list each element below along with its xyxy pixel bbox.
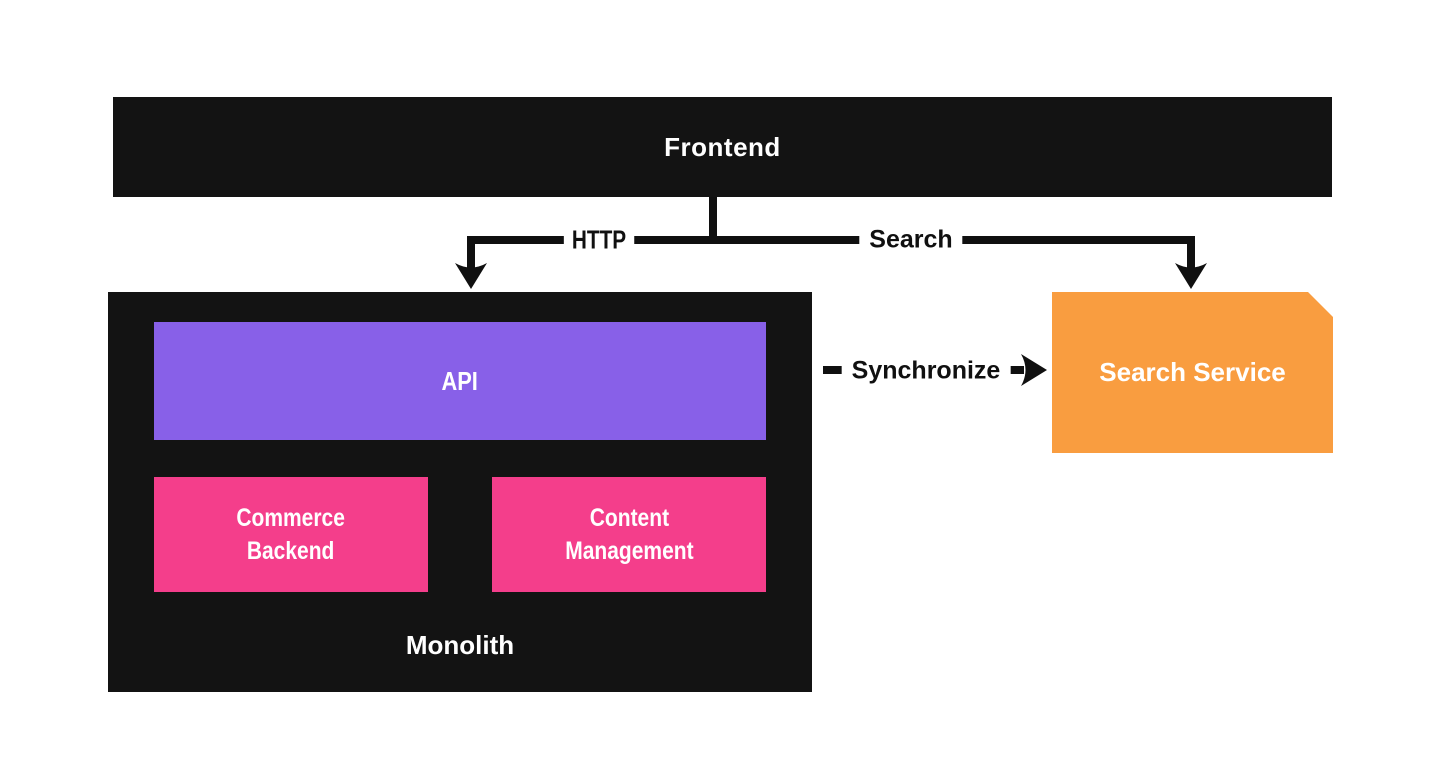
search-arrowhead-icon xyxy=(1175,263,1207,289)
edge-label-synchronize: Synchronize xyxy=(841,356,1011,386)
node-content-management: Content Management xyxy=(492,477,766,592)
synchronize-arrowhead-icon xyxy=(1021,354,1047,386)
commerce-backend-label-line1: Commerce xyxy=(236,504,346,532)
search-service-label: Search Service xyxy=(1099,357,1286,387)
api-label: API xyxy=(441,365,479,396)
commerce-backend-label-line2: Backend xyxy=(247,536,335,565)
node-api: API xyxy=(154,322,766,440)
edge-label-http: HTTP xyxy=(563,224,635,256)
node-commerce-backend: Commerce Backend xyxy=(154,477,428,592)
content-management-label-line1: Content xyxy=(589,504,669,532)
node-frontend: Frontend xyxy=(113,97,1332,197)
http-arrowhead-icon xyxy=(455,263,487,289)
node-monolith: API Commerce Backend Content Management … xyxy=(108,292,812,692)
node-search-service: Search Service xyxy=(1052,292,1333,453)
commerce-backend-label: Commerce Backend xyxy=(237,502,346,567)
frontend-label: Frontend xyxy=(664,131,781,162)
content-management-label: Content Management xyxy=(565,502,693,567)
monolith-label: Monolith xyxy=(405,630,515,660)
edge-label-search: Search xyxy=(859,225,963,255)
content-management-label-line2: Management xyxy=(564,536,694,565)
